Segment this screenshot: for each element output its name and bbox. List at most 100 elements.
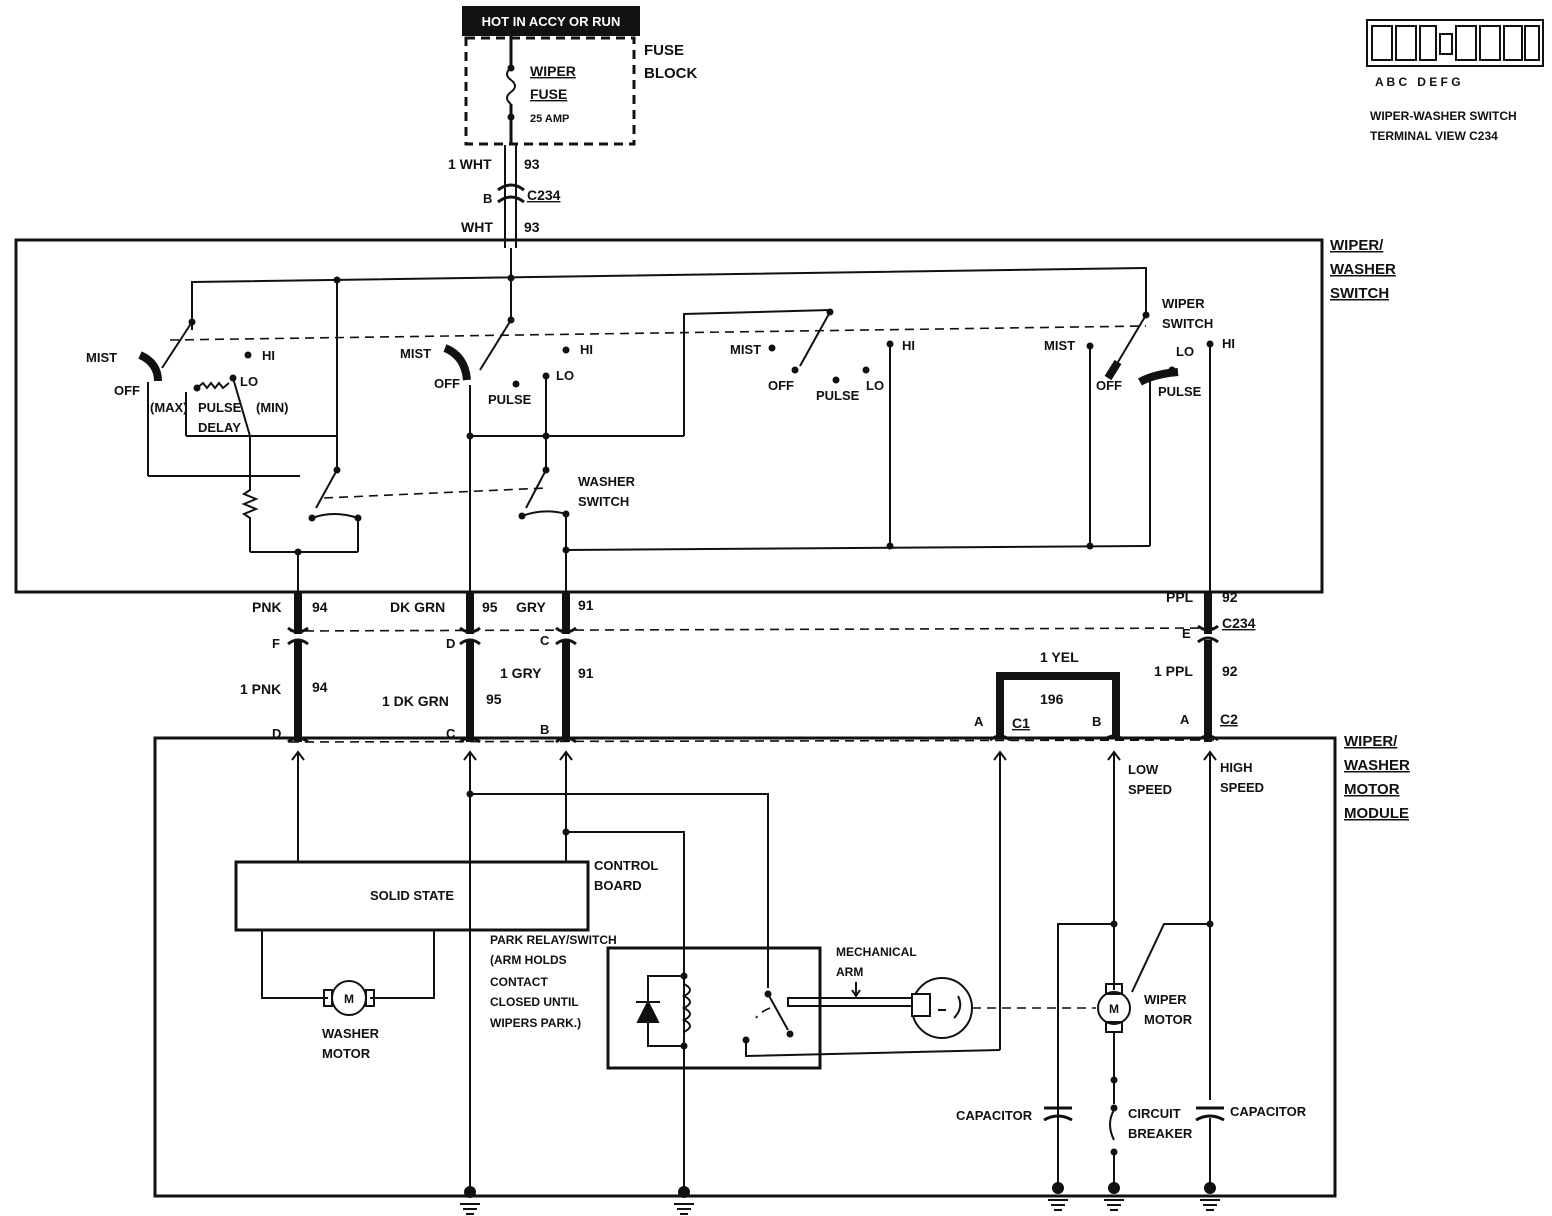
washer-motor-2: MOTOR — [322, 1046, 371, 1061]
motor-title-2: WASHER — [1344, 757, 1410, 774]
feed-connector: C234 — [527, 187, 561, 203]
wire-gry-term: C — [540, 633, 550, 648]
wire-gry-num2: 91 — [578, 665, 594, 681]
sw1-max: (MAX) — [150, 400, 188, 415]
control-board-1: CONTROL — [594, 858, 658, 873]
relay-coil-icon — [681, 983, 691, 1033]
wire-ppl-num2: 92 — [1222, 663, 1238, 679]
wire-pnk-num2: 94 — [312, 679, 328, 695]
sw1-hi: HI — [262, 348, 275, 363]
wire-gry-top: GRY — [516, 599, 546, 615]
wire-ppl-conn: C234 — [1222, 615, 1256, 631]
wiper-fuse-label-2: FUSE — [530, 86, 567, 102]
switch-1-contact-icon — [138, 351, 162, 382]
wire-ppl-bottom: 1 PPL — [1154, 663, 1193, 679]
low-speed-1: LOW — [1128, 762, 1159, 777]
ground-icons — [460, 1182, 1220, 1215]
wiper-motor-m: M — [1109, 1002, 1119, 1016]
wire-dkgrn-num2: 95 — [486, 691, 502, 707]
sw4-off: OFF — [1096, 378, 1122, 393]
feed-terminal: B — [483, 191, 492, 206]
park-relay-1: PARK RELAY/SWITCH — [490, 933, 617, 947]
sw1-min: (MIN) — [256, 400, 289, 415]
wire-yel: 1 YEL — [1040, 649, 1079, 665]
wire-ppl-conn2: C2 — [1220, 711, 1238, 727]
mech-arm-1: MECHANICAL — [836, 945, 917, 959]
sw2-lo: LO — [556, 368, 574, 383]
terminal-view-caption-2: TERMINAL VIEW C234 — [1370, 129, 1498, 143]
sw1-lo: LO — [240, 374, 258, 389]
fuse-block-label-1: FUSE — [644, 42, 684, 59]
wire-ppl-top: PPL — [1166, 589, 1194, 605]
wire-gry-bottom: 1 GRY — [500, 665, 542, 681]
wire-ppl-end: A — [1180, 712, 1190, 727]
switch-linkage — [169, 325, 1147, 341]
diode-icon — [636, 999, 660, 1023]
control-board-2: BOARD — [594, 878, 642, 893]
solid-state-control-board — [234, 860, 590, 932]
delay-resistor-icon — [241, 476, 259, 552]
wiper-fuse-icon — [506, 67, 516, 105]
sw2-hi: HI — [580, 342, 593, 357]
wire-pnk-term: F — [272, 636, 280, 651]
motor-title-4: MODULE — [1344, 805, 1409, 822]
wire-dkgrn-end: C — [446, 726, 456, 741]
capacitor-right-icon — [1195, 1106, 1225, 1122]
wiper-washer-motor-module-box — [153, 736, 1337, 1198]
fuse-block-outline — [464, 36, 636, 146]
sw1-pulse: PULSE — [198, 400, 242, 415]
sw4-mist: MIST — [1044, 338, 1075, 353]
wire-dkgrn-bottom: 1 DK GRN — [382, 693, 449, 709]
circuit-breaker-1: CIRCUIT — [1128, 1106, 1181, 1121]
circuit-breaker-icon — [1109, 1109, 1115, 1141]
wire-ppl-num: 92 — [1222, 589, 1238, 605]
washer-switch-label-2: SWITCH — [578, 494, 629, 509]
motor-title-1: WIPER/ — [1344, 733, 1398, 750]
wire-dkgrn-term: D — [446, 636, 455, 651]
feed-lower-circuit: 93 — [524, 219, 540, 235]
c234-connector-icon — [497, 183, 525, 204]
wiper-switch-label-1: WIPER — [1162, 296, 1205, 311]
sw4-hi: HI — [1222, 336, 1235, 351]
capacitor-left-label: CAPACITOR — [956, 1108, 1033, 1123]
washer-motor-1: WASHER — [322, 1026, 380, 1041]
wire-yel-a: A — [974, 714, 984, 729]
park-relay-4: CLOSED UNTIL — [490, 995, 579, 1009]
sw3-off: OFF — [768, 378, 794, 393]
capacitor-right-label: CAPACITOR — [1230, 1104, 1307, 1119]
motor-title-3: MOTOR — [1344, 781, 1400, 798]
wiper-motor-2: MOTOR — [1144, 1012, 1193, 1027]
sw1-off: OFF — [114, 383, 140, 398]
power-source-label: HOT IN ACCY OR RUN — [482, 14, 621, 29]
power-source-banner — [462, 6, 640, 36]
washer-linkage — [323, 487, 547, 499]
park-relay-5: WIPERS PARK.) — [490, 1016, 581, 1030]
wire-pnk-bottom: 1 PNK — [240, 681, 281, 697]
park-relay-2: (ARM HOLDS — [490, 953, 567, 967]
sw3-hi: HI — [902, 338, 915, 353]
wire-pnk-top: PNK — [252, 599, 282, 615]
sw4-pulse: PULSE — [1158, 384, 1202, 399]
sw2-pulse: PULSE — [488, 392, 532, 407]
c234-terminal-icons — [287, 624, 1219, 646]
fuse-block-label-2: BLOCK — [644, 65, 697, 82]
wire-pnk-end: D — [272, 726, 281, 741]
high-speed-2: SPEED — [1220, 780, 1264, 795]
mechanical-arm — [787, 997, 921, 1007]
mech-arm-2: ARM — [836, 965, 863, 979]
terminal-view-connector — [1366, 19, 1544, 67]
switch-title-3: SWITCH — [1330, 285, 1389, 302]
sw3-lo: LO — [866, 378, 884, 393]
wiper-switch-label-2: SWITCH — [1162, 316, 1213, 331]
wiper-fuse-label-1: WIPER — [530, 63, 576, 79]
switch-title-2: WASHER — [1330, 261, 1396, 278]
wiper-washer-switch-box — [14, 238, 1324, 594]
wiper-motor-1: WIPER — [1144, 992, 1187, 1007]
wire-yel-c1: C1 — [1012, 715, 1030, 731]
washer-switch-label-1: WASHER — [578, 474, 636, 489]
fuse-rating: 25 AMP — [530, 113, 569, 125]
wire-yel-196 — [996, 672, 1120, 736]
sw2-mist: MIST — [400, 346, 431, 361]
wire-dkgrn-num: 95 — [482, 599, 498, 615]
park-relay-box — [606, 946, 822, 1070]
